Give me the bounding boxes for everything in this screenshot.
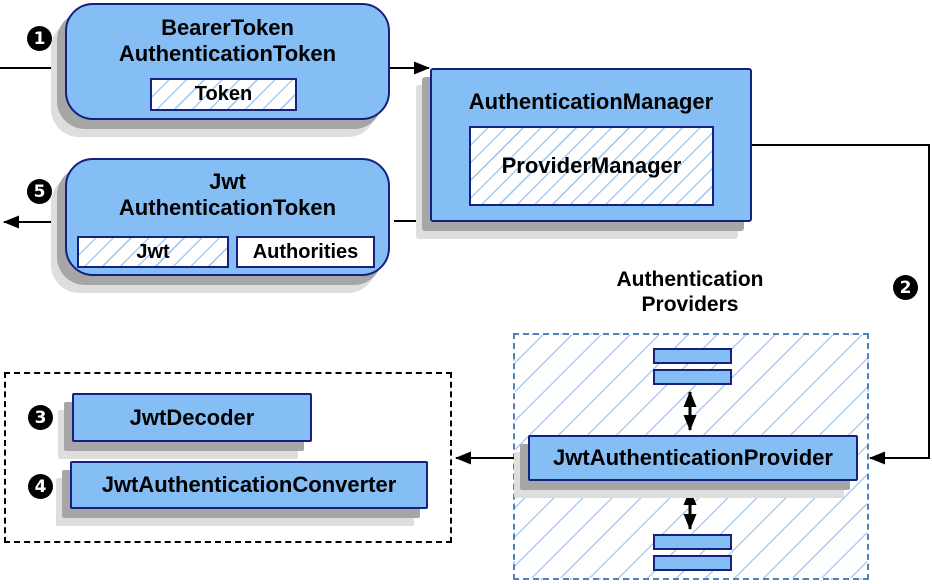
jwt-decoder-node: JwtDecoder: [72, 393, 312, 442]
authentication-manager-title: AuthenticationManager: [468, 89, 714, 114]
jwt-authentication-provider-node: JwtAuthenticationProvider: [528, 435, 858, 481]
bearer-token-title-line1: BearerToken: [161, 15, 294, 40]
jwt-authentication-token-node: Jwt AuthenticationToken Jwt Authorities: [65, 158, 390, 276]
jwt-authentication-converter-label: JwtAuthenticationConverter: [101, 472, 397, 497]
jwt-decoder-label: JwtDecoder: [129, 404, 255, 430]
jwt-field-label: Jwt: [136, 240, 170, 263]
jwt-field: Jwt: [77, 236, 229, 268]
bearer-token-authentication-token-node: BearerToken AuthenticationToken Token: [65, 3, 390, 120]
authentication-providers-label-line1: Authentication: [616, 268, 764, 291]
decoder-converter-group-box: [4, 372, 452, 543]
jwt-authentication-converter-node: JwtAuthenticationConverter: [70, 461, 428, 509]
provider-slot-bar-bottom-2: [653, 555, 732, 571]
provider-manager-field-label: ProviderManager: [501, 153, 682, 178]
authorities-field-label: Authorities: [252, 240, 359, 263]
authentication-providers-label: Authentication Providers: [555, 267, 825, 317]
jwt-token-title-line1: Jwt: [209, 169, 246, 194]
step-badge-4: 4: [28, 474, 53, 499]
jwt-authentication-provider-label: JwtAuthenticationProvider: [553, 445, 833, 470]
step-badge-3: 3: [28, 405, 53, 430]
step-badge-1: 1: [27, 26, 52, 51]
step-badge-2: 2: [893, 275, 918, 300]
provider-slot-bar-top-1: [653, 348, 732, 364]
authentication-manager-node: AuthenticationManager ProviderManager: [430, 68, 752, 222]
token-field-label: Token: [194, 83, 253, 105]
authentication-providers-label-line2: Providers: [641, 293, 739, 316]
provider-manager-field: ProviderManager: [469, 126, 714, 206]
authorities-field: Authorities: [236, 236, 375, 268]
token-field: Token: [150, 78, 297, 111]
jwt-token-title-line2: AuthenticationToken: [118, 195, 337, 220]
provider-slot-bar-bottom-1: [653, 534, 732, 550]
provider-slot-bar-top-2: [653, 369, 732, 385]
bearer-token-title-line2: AuthenticationToken: [118, 41, 337, 66]
step-badge-5: 5: [27, 179, 52, 204]
